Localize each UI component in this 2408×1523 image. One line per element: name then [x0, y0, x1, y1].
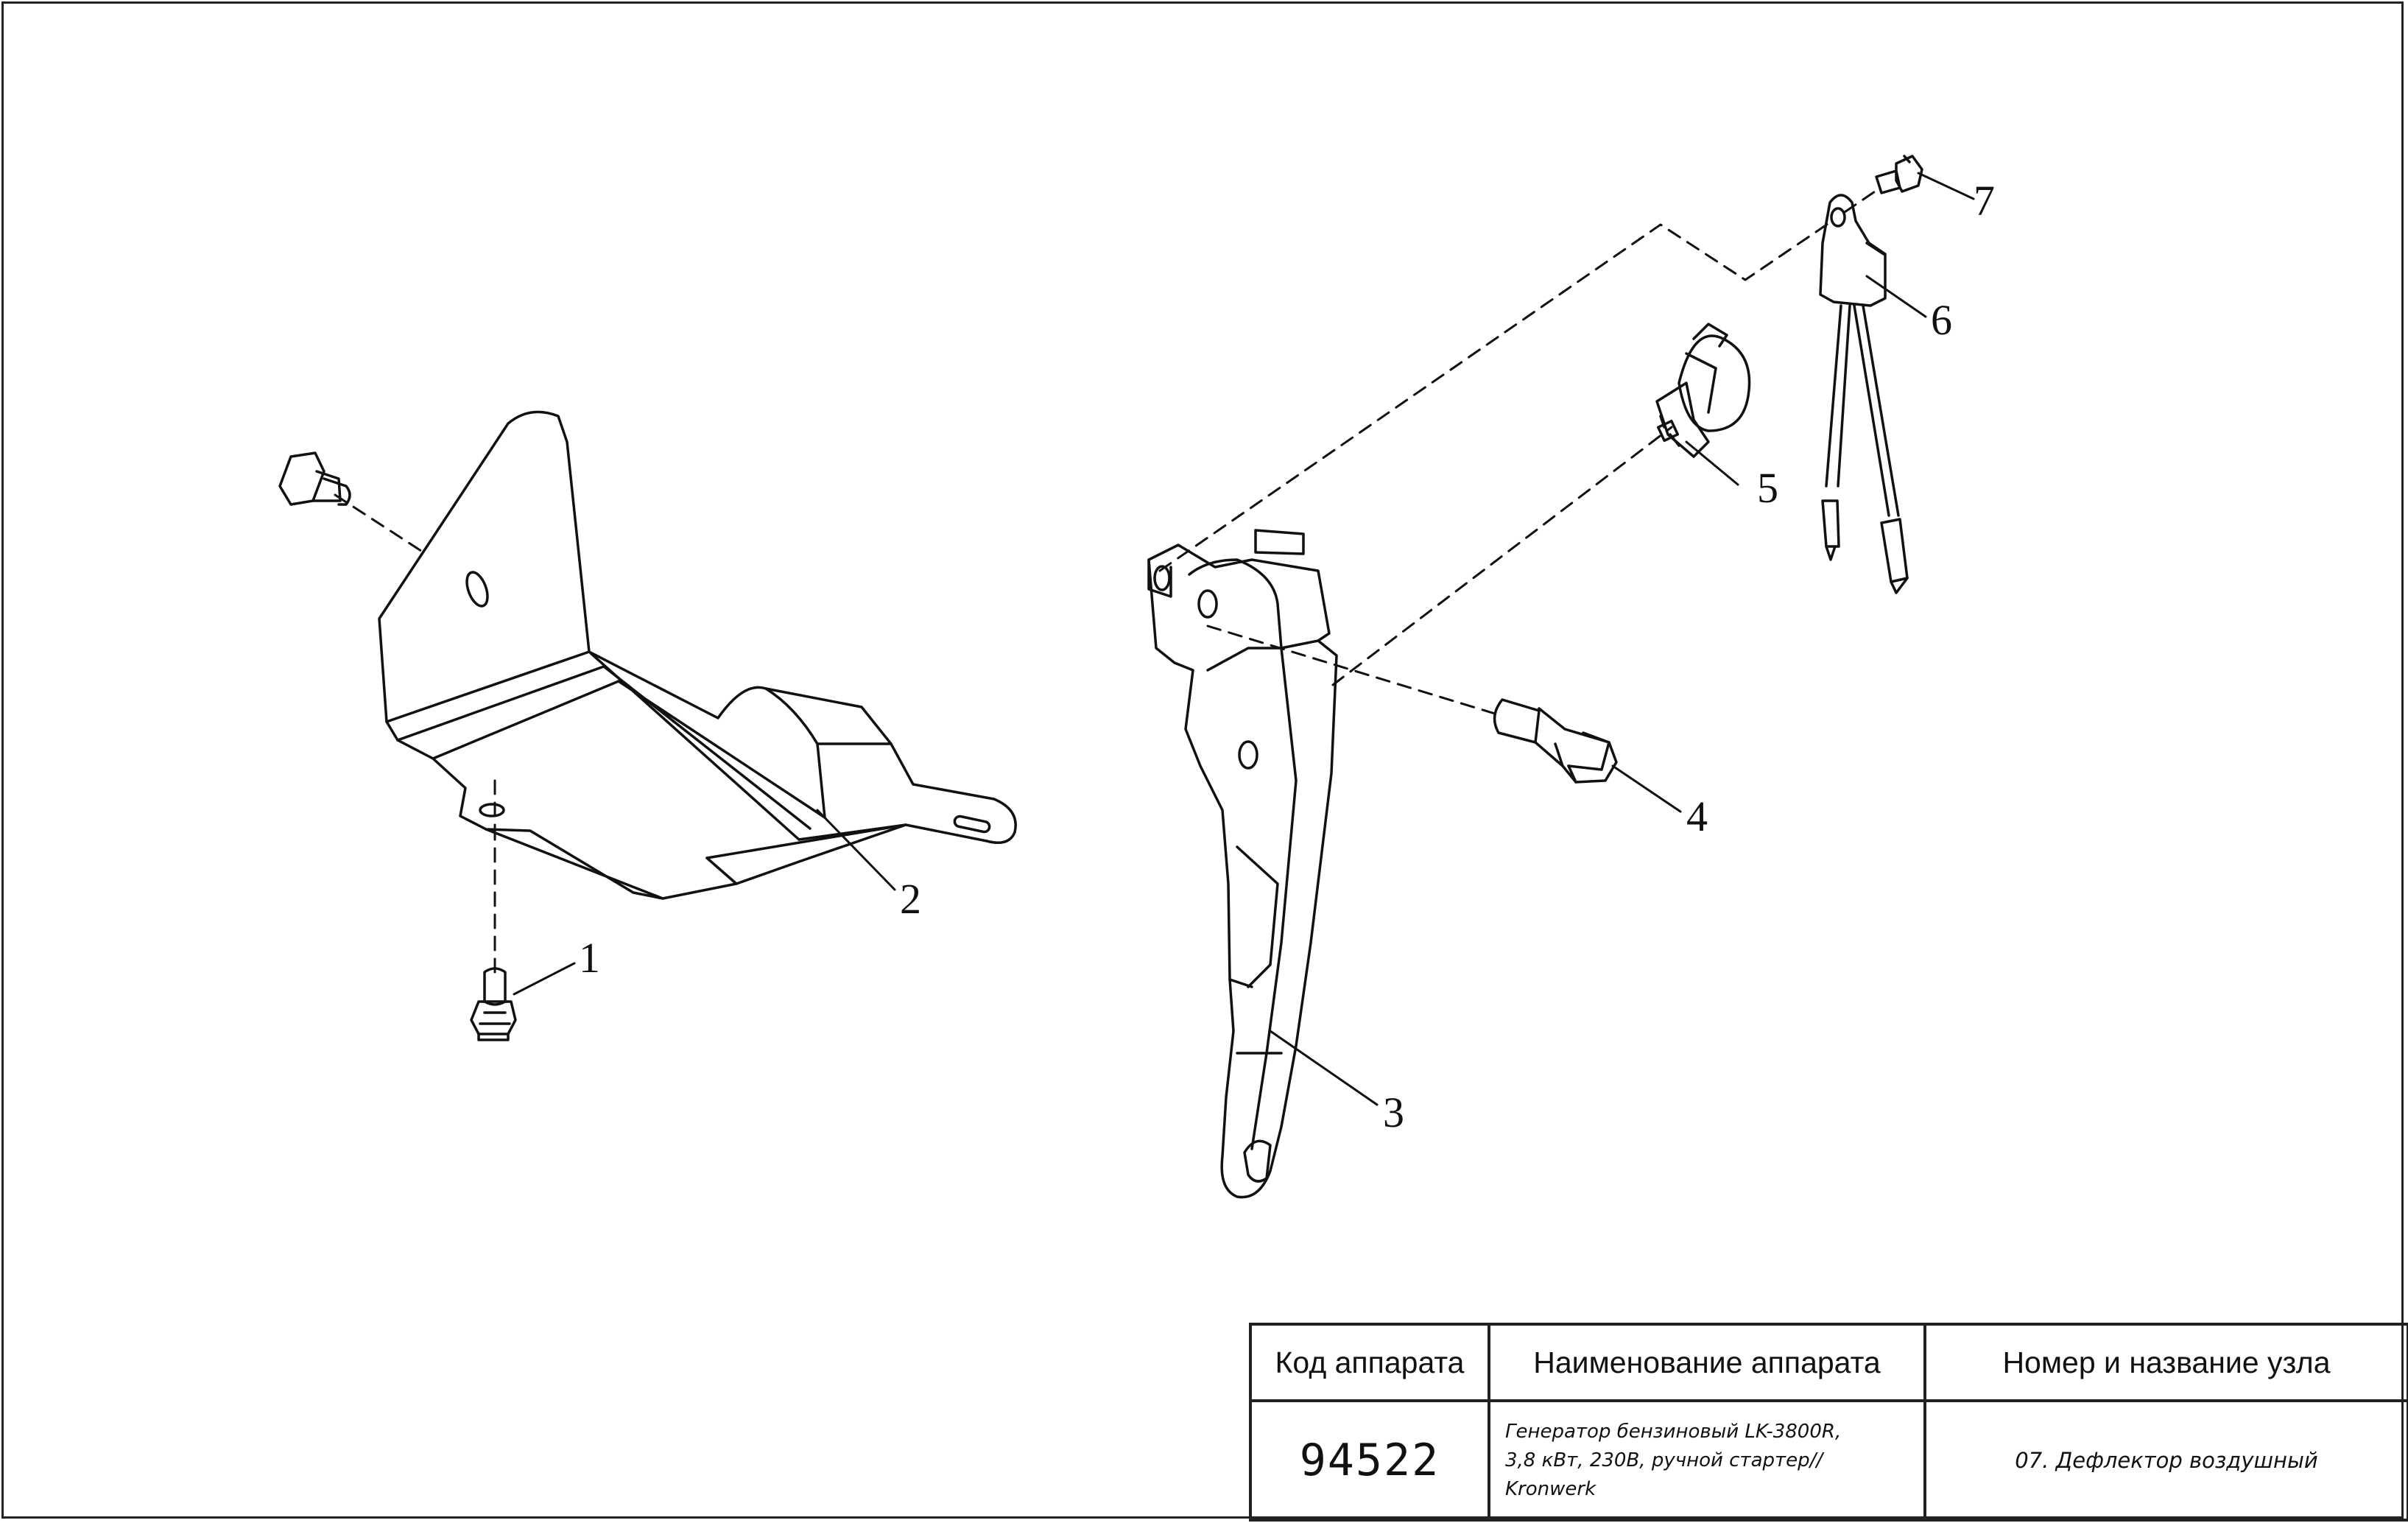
exploded-parts-diagram: 1 2 3 4 5 6 7: [278, 155, 1995, 1199]
part-1-bolt: [470, 967, 517, 1041]
header-code: Код аппарата: [1249, 1323, 1490, 1402]
device-name-line-2: 3,8 кВт, 230В, ручной стартер//: [1505, 1449, 1823, 1471]
callout-1: 1: [579, 934, 600, 982]
assembly-dashed-lines: [334, 187, 1881, 981]
leader-lines: [513, 172, 1975, 1106]
part-2-deflector-plate: [378, 410, 1017, 900]
device-code: 94522: [1249, 1399, 1490, 1522]
callout-6: 6: [1931, 296, 1952, 344]
part-7-bolt: [1875, 155, 1923, 194]
title-block: Код аппарата Наименование аппарата Номер…: [1249, 1323, 2408, 1522]
part-5-switch: [1655, 323, 1751, 458]
part-3-bracket: [1147, 529, 1338, 1199]
callout-7: 7: [1974, 177, 1995, 225]
callout-3: 3: [1383, 1088, 1404, 1136]
header-unit: Номер и название узла: [1923, 1323, 2408, 1402]
device-name-line-1: Генератор бензиновый LK-3800R,: [1505, 1420, 1842, 1443]
callout-5: 5: [1757, 464, 1778, 512]
device-name: Генератор бензиновый LK-3800R, 3,8 кВт, …: [1488, 1399, 1926, 1522]
header-name: Наименование аппарата: [1488, 1323, 1926, 1402]
callout-numbers: 1 2 3 4 5 6 7: [579, 177, 1995, 1136]
part-6-sensor: [1819, 194, 1909, 594]
upper-bolt: [278, 451, 351, 506]
device-name-line-3: Kronwerk: [1505, 1477, 1596, 1500]
callout-4: 4: [1686, 792, 1708, 840]
unit-name: 07. Дефлектор воздушный: [1923, 1399, 2408, 1522]
callout-2: 2: [900, 875, 921, 923]
part-4-bolt: [1493, 698, 1618, 784]
